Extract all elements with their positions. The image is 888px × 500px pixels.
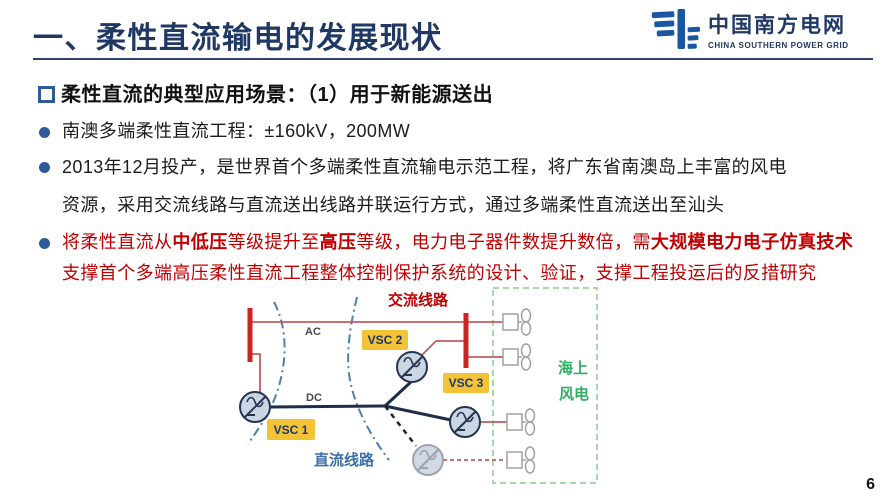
dc-line <box>269 404 386 409</box>
wind-turbine-icon <box>506 408 536 436</box>
wind-turbine-icon <box>502 343 532 371</box>
svg-text:VSC 2: VSC 2 <box>368 333 403 347</box>
page-title: 一、柔性直流输电的发展现状 <box>33 22 443 55</box>
partition-curve-left <box>247 301 286 445</box>
bullet-line: 资源，采用交流线路与直流送出线路并联运行方式，通过多端柔性直流送出至汕头 <box>62 195 725 215</box>
bullet-line: 南澳多端柔性直流工程：±160kV，200MW <box>62 121 411 141</box>
svg-text:VSC 1: VSC 1 <box>274 423 309 437</box>
logo-text: 中国南方电网 CHINA SOUTHERN POWER GRID <box>708 9 849 50</box>
vsc1-converter-icon <box>239 391 271 423</box>
grid-topology-diagram: VSC 1 VSC 2 VSC 3 <box>222 284 622 500</box>
section-heading: 柔性直流的典型应用场景：（1）用于新能源送出 <box>61 84 494 106</box>
bullet-line-red: 支撑首个多端高压柔性直流工程整体控制保护系统的设计、验证，支撑工程投运后的反措研… <box>62 263 817 283</box>
title-divider <box>33 58 873 60</box>
bullet-icon <box>39 127 50 138</box>
wind-turbine-icon <box>502 308 532 336</box>
logo-name-en: CHINA SOUTHERN POWER GRID <box>708 40 849 50</box>
wind-turbine-icon <box>506 446 536 474</box>
partition-curve-right <box>347 296 390 461</box>
ac-connector <box>252 353 261 393</box>
ac-line-label: 交流线路 <box>388 291 449 309</box>
dc-label: DC <box>306 392 322 404</box>
ac-connector <box>420 340 464 357</box>
svg-text:VSC 3: VSC 3 <box>449 376 484 390</box>
logo-name-cn: 中国南方电网 <box>708 13 846 37</box>
planned-converter-icon <box>412 444 444 476</box>
page-number: 6 <box>866 476 875 493</box>
vsc3-label: VSC 3 <box>443 373 489 393</box>
ac-label: AC <box>305 326 321 338</box>
square-bullet-icon <box>38 86 55 103</box>
bullet-line-red: 将柔性直流从中低压等级提升至高压等级，电力电子器件数提升数倍，需大规模电力电子仿… <box>62 232 854 252</box>
vsc1-label: VSC 1 <box>267 419 315 440</box>
dc-line-label: 直流线路 <box>314 451 375 469</box>
power-grid-logo-icon <box>651 9 700 49</box>
bullet-icon <box>39 162 50 173</box>
offshore-wind-label: 海上 <box>558 359 588 377</box>
vsc2-converter-icon <box>396 351 428 383</box>
dc-line <box>384 404 452 422</box>
dc-line-planned <box>384 405 417 447</box>
vsc3-converter-icon <box>449 406 481 438</box>
dc-line <box>383 379 414 408</box>
offshore-wind-label: 风电 <box>559 385 589 403</box>
bullet-icon <box>39 238 50 249</box>
bullet-line: 2013年12月投产，是世界首个多端柔性直流输电示范工程，将广东省南澳岛上丰富的… <box>62 157 787 177</box>
offshore-wind-box <box>492 287 598 484</box>
company-logo: 中国南方电网 CHINA SOUTHERN POWER GRID <box>650 6 849 52</box>
vsc2-label: VSC 2 <box>362 330 408 350</box>
